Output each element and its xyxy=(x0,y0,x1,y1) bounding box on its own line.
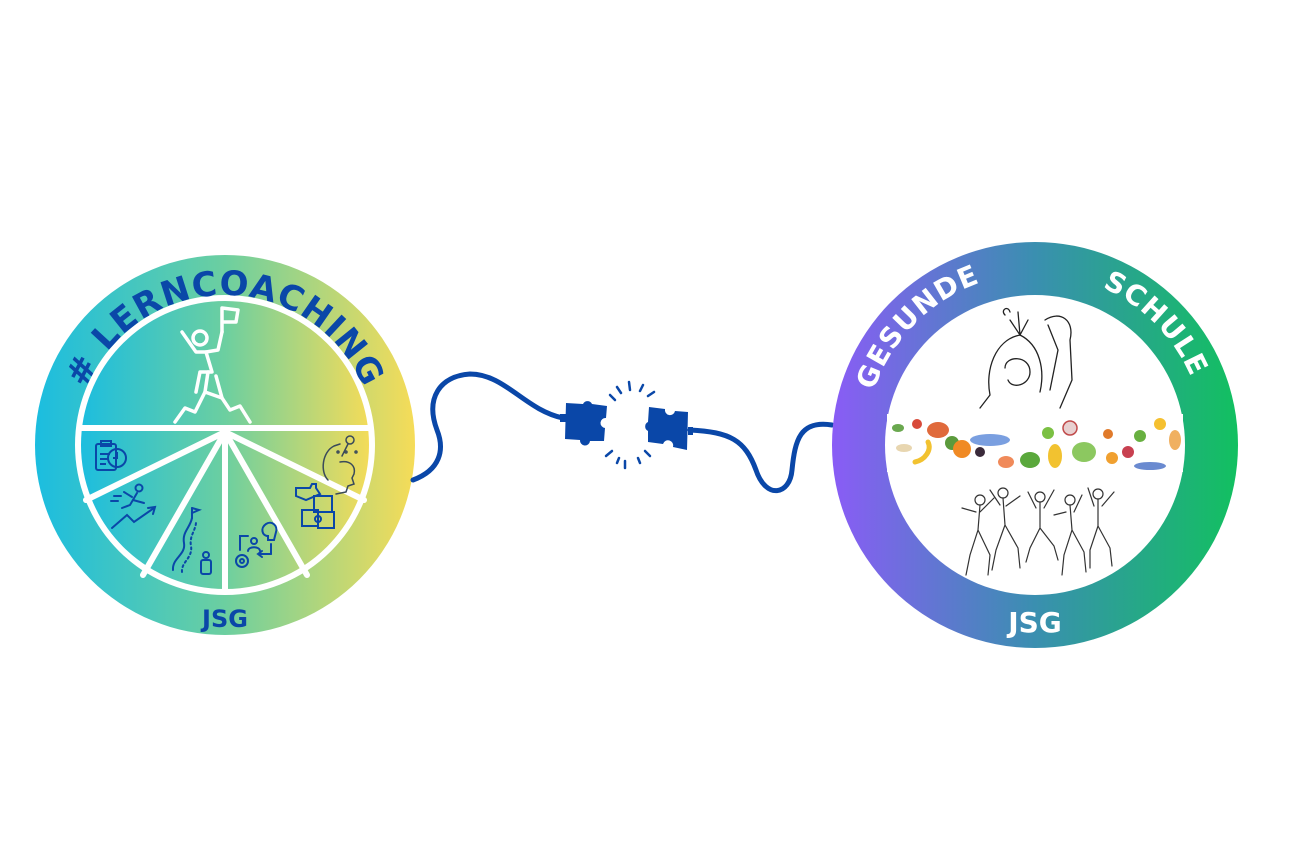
clipboard-clock-icon xyxy=(95,440,127,471)
dancing-group-icon xyxy=(961,487,1115,576)
gesunde-schule-logo: GESUNDE SCHULE xyxy=(832,242,1238,648)
open-head-mind-icon xyxy=(322,435,358,495)
runner-growth-arrow-icon xyxy=(110,483,157,529)
spark-rays xyxy=(604,380,656,470)
puzzle-plug-connector-icon xyxy=(410,371,835,494)
lerncoaching-footer: JSG xyxy=(200,605,248,633)
summit-climber-icon xyxy=(173,306,252,424)
wheel-dividers xyxy=(77,425,373,593)
gesunde-schule-footer: JSG xyxy=(1006,606,1062,639)
lerncoaching-logo: # LERNCOACHING xyxy=(35,255,415,635)
winding-path-person-icon xyxy=(171,507,212,575)
healthy-food-band-icon xyxy=(887,414,1183,472)
left-cable xyxy=(410,371,566,483)
idea-process-icon xyxy=(235,521,278,568)
person-with-plant-icon xyxy=(979,307,1073,409)
puzzle-pieces-icon xyxy=(295,483,335,529)
right-cable xyxy=(687,421,835,494)
